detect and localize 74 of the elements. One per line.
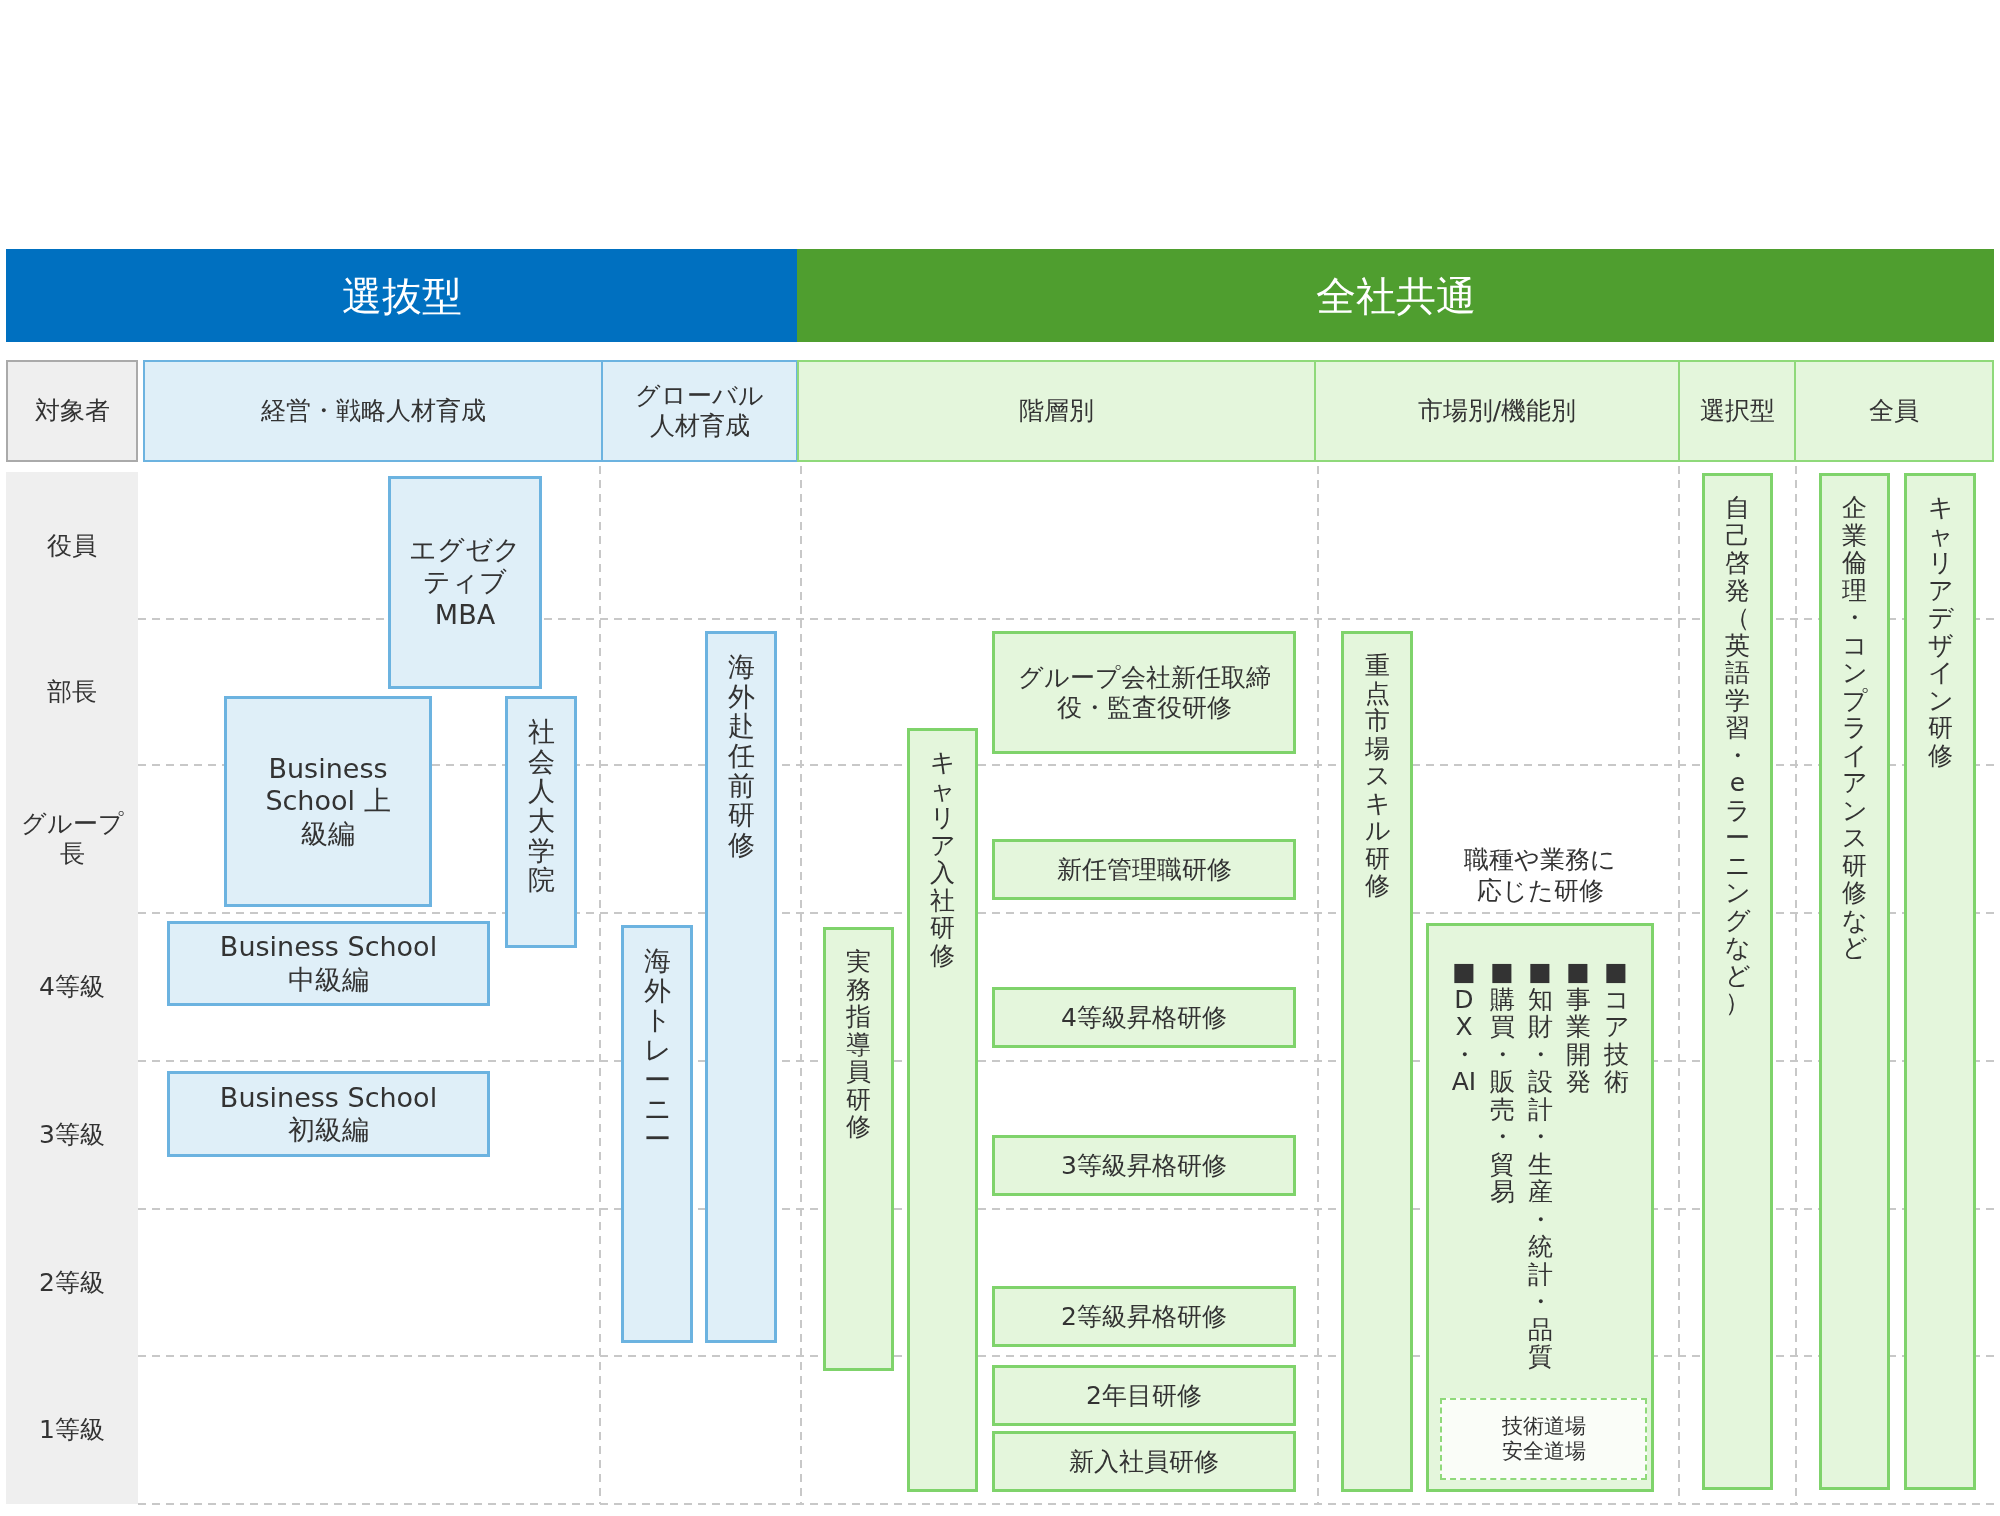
- vertical-label: ■事業開発: [1565, 958, 1591, 1098]
- box-label: エグゼクティブ MBA: [408, 533, 522, 632]
- program-box: [992, 1431, 1296, 1492]
- vertical-label: ■DX・AI: [1451, 958, 1477, 1098]
- program-box: [167, 921, 490, 1006]
- vertical-label: 社会人大学院: [527, 717, 555, 896]
- vertical-label: キャリア入社研修: [930, 749, 955, 969]
- box-label: 技術道場: [1501, 1413, 1586, 1439]
- program-box: [823, 927, 894, 1371]
- program-box: [1341, 631, 1413, 1492]
- column-header: [797, 360, 1316, 462]
- program-box: [992, 839, 1296, 900]
- box-label: 4等級昇格研修: [1061, 1002, 1227, 1033]
- vertical-label: 海外赴任前研修: [727, 652, 755, 860]
- program-box: [992, 1365, 1296, 1426]
- row-label: 部長: [46, 677, 98, 707]
- program-box: [388, 476, 542, 689]
- category-banner: [797, 249, 1994, 342]
- vertical-label: 海外トレーニー: [643, 946, 671, 1154]
- row-label: 3等級: [38, 1120, 106, 1150]
- box-label: Business School 中級編: [218, 931, 439, 996]
- vertical-label: ■コア技術: [1603, 958, 1629, 1098]
- box-label: 2年目研修: [1086, 1380, 1202, 1411]
- box-label: Business School 初級編: [218, 1081, 439, 1147]
- box-label: Business School 上級編: [264, 752, 392, 851]
- program-box: [992, 1286, 1296, 1347]
- box-label: 階層別: [1019, 396, 1094, 426]
- box-label: 全員: [1869, 396, 1919, 426]
- program-box: [621, 925, 693, 1343]
- program-box: [505, 696, 577, 948]
- program-box: [705, 631, 777, 1343]
- row-label: 4等級: [38, 972, 106, 1002]
- row-label: 1等級: [38, 1415, 106, 1445]
- row-label: グループ長: [19, 809, 125, 869]
- box-label: 選抜型: [341, 271, 462, 320]
- section-heading: 職種や業務に応じた研修: [1463, 844, 1617, 907]
- vertical-label: ■購買・販売・貿易: [1489, 958, 1515, 1208]
- box-label: 新任管理職研修: [1056, 854, 1232, 885]
- program-box: [224, 696, 432, 907]
- box-label: 2等級昇格研修: [1061, 1301, 1227, 1332]
- column-header: [1314, 360, 1680, 462]
- box-label: 対象者: [34, 396, 110, 426]
- program-box: [167, 1071, 490, 1157]
- column-header: [601, 360, 798, 462]
- program-box: [992, 1135, 1296, 1196]
- box-label: 全社共通: [1315, 271, 1476, 320]
- box-label: 新入社員研修: [1069, 1446, 1219, 1477]
- dashed-box: [1440, 1398, 1647, 1480]
- program-box: [1702, 473, 1773, 1490]
- column-header: [6, 360, 138, 462]
- box-label: 3等級昇格研修: [1061, 1150, 1227, 1181]
- program-box: [992, 987, 1296, 1048]
- program-box: [1819, 473, 1890, 1490]
- vertical-label: 実務指導員研修: [846, 948, 871, 1141]
- program-box: [992, 631, 1296, 754]
- category-banner: [6, 249, 797, 342]
- vertical-label: キャリアデザイン研修: [1927, 494, 1953, 769]
- column-header: [1794, 360, 1994, 462]
- vertical-label: ■知財・設計・生産・統計・品質: [1527, 958, 1553, 1371]
- vertical-label: 自己啓発（英語学習・eラーニングなど）: [1725, 494, 1750, 1017]
- column-header: [1678, 360, 1796, 462]
- row-label: 2等級: [38, 1267, 106, 1298]
- program-box: [907, 728, 978, 1492]
- row-label: 役員: [46, 530, 98, 561]
- box-label: 選択型: [1699, 396, 1775, 426]
- box-label: グループ会社新任取締役・監査役研修: [1016, 662, 1272, 723]
- program-box: [1904, 473, 1976, 1490]
- box-label: 安全道場: [1501, 1439, 1586, 1465]
- vertical-label: 重点市場スキル研修: [1364, 652, 1390, 900]
- column-header: [143, 360, 603, 462]
- vertical-label: 企業倫理・コンプライアンス研修など: [1842, 494, 1867, 962]
- box-label: 市場別/機能別: [1417, 396, 1577, 426]
- box-label: 経営・戦略人材育成: [260, 396, 486, 426]
- box-label: グローバル人材育成: [634, 381, 765, 441]
